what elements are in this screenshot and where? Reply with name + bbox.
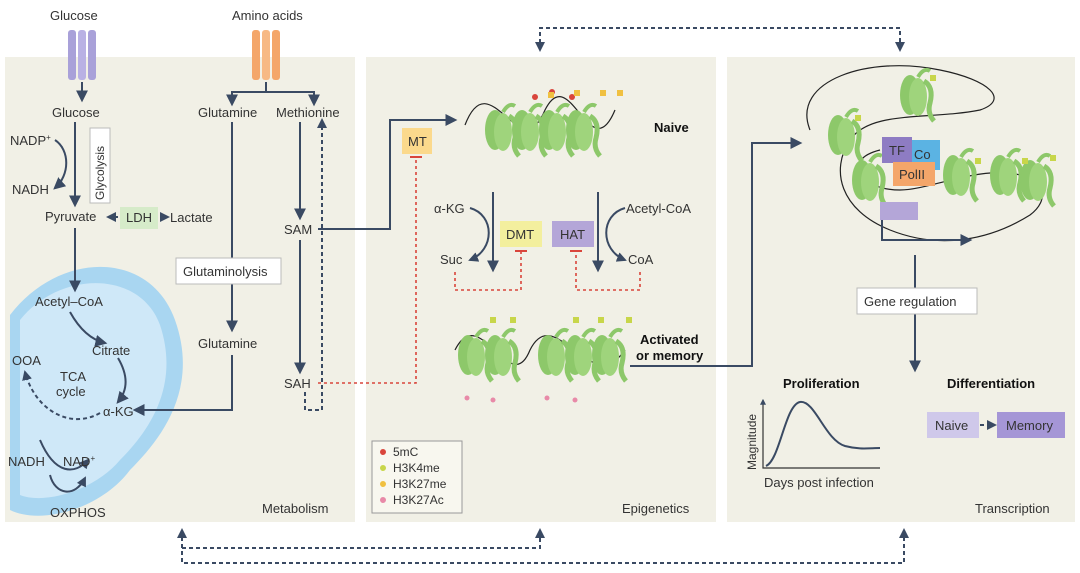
amino-to-glutamine-arrow (226, 82, 267, 107)
proliferation-curve (765, 401, 881, 467)
top-feedback-arrow (535, 27, 905, 52)
acetyl-coa-epi-label: Acetyl-CoA (626, 201, 691, 216)
tf-label: TF (889, 143, 905, 158)
acetylcoa-to-citrate-arrow (69, 311, 108, 347)
methionine-label: Methionine (276, 105, 340, 120)
mitochondrion (10, 266, 183, 516)
nadp-label: NADP+ (10, 133, 51, 148)
amino-acid-transporter-icon (252, 30, 280, 80)
glucose-label: Glucose (52, 105, 100, 120)
oxphos-label: OXPHOS (50, 505, 106, 520)
mt-label: MT (408, 134, 427, 149)
activated-label-line2: or memory (636, 348, 704, 363)
transcription-panel-label: Transcription (975, 501, 1050, 516)
nadh-nad-curve (39, 439, 90, 471)
nad-label: NAD+ (63, 454, 95, 469)
differentiation-label: Differentiation (947, 376, 1035, 391)
naive-chromatin-label: Naive (654, 120, 689, 135)
cycle-label: cycle (56, 384, 86, 399)
magnitude-axis-label: Magnitude (745, 414, 759, 470)
gene-regulation-label: Gene regulation (864, 294, 957, 309)
oxphos-curve (49, 474, 86, 493)
legend-swatch-h3k27ac (380, 497, 386, 503)
nadh-top-label: NADH (12, 182, 49, 197)
hat-box (552, 221, 594, 247)
legend-label-5mC: 5mC (393, 445, 419, 459)
nadp-nadh-curve (53, 139, 68, 190)
amino-acids-label: Amino acids (232, 8, 303, 23)
bottom-feedback-arrow-mid (182, 528, 545, 549)
legend-label-h3k27me: H3K27me (393, 477, 447, 491)
mt-box (402, 128, 432, 154)
epigenetic-marks-legend: 5mC H3K4me H3K27me H3K27Ac (371, 440, 463, 514)
ldh-label: LDH (126, 210, 152, 225)
pyruvate-label: Pyruvate (45, 209, 96, 224)
akg-to-ooa-arrow (22, 370, 101, 421)
activated-label-line1: Activated (640, 332, 699, 347)
nadh-bottom-label: NADH (8, 454, 45, 469)
legend-swatch-h3k27me (380, 481, 386, 487)
legend-label-h3k4me: H3K4me (393, 461, 440, 475)
sah-inhibits-mt (318, 158, 417, 384)
glucose-transporter-icon (68, 30, 96, 80)
activated-to-transcription-arrow (630, 137, 803, 367)
akg-to-suc-curve (468, 207, 490, 262)
sam-label: SAM (284, 222, 312, 237)
transcription-to-regulation-arrow (881, 220, 973, 246)
acetylcoa-to-coa-curve (605, 207, 627, 262)
citrate-to-akg-arrow (116, 357, 129, 404)
glutamine-bottom-label: Glutamine (198, 336, 257, 351)
sam-to-mt-arrow (318, 114, 458, 230)
citrate-label: Citrate (92, 343, 130, 358)
acetyl-coa-mito-label: Acetyl–CoA (35, 294, 103, 309)
naive-cell-label: Naive (935, 418, 968, 433)
legend-swatch-5mC (380, 449, 386, 455)
bottom-feedback-arrow (177, 528, 909, 564)
proliferation-curve-plot (760, 398, 881, 469)
proliferation-label: Proliferation (783, 376, 860, 391)
glutamine-top-label: Glutamine (198, 105, 257, 120)
co-label: Co (914, 147, 931, 162)
hat-label: HAT (560, 227, 585, 242)
ldh-box (120, 207, 158, 229)
ooa-label: OOA (12, 353, 41, 368)
tf-box (882, 137, 912, 163)
transcription-chromatin-icon (806, 65, 1056, 242)
polii-label: PolII (899, 167, 925, 182)
dmt-label: DMT (506, 227, 534, 242)
akg-mito-label: α-KG (103, 404, 134, 419)
dmt-box (500, 221, 542, 247)
tca-label: TCA (60, 369, 86, 384)
dmt-inhibit-line (454, 252, 522, 291)
metabolism-panel-label: Metabolism (262, 501, 328, 516)
glucose-input-label: Glucose (50, 8, 98, 23)
glutaminolysis-label: Glutaminolysis (183, 264, 268, 279)
polii-box (893, 162, 935, 186)
sah-recycle-arrow (304, 118, 327, 411)
hat-inhibit-line (575, 252, 641, 291)
activated-chromatin-icon (454, 317, 632, 403)
suc-label: Suc (440, 252, 463, 267)
sah-label: SAH (284, 376, 311, 391)
epigenetics-panel-label: Epigenetics (622, 501, 690, 516)
naive-chromatin-icon (464, 89, 623, 156)
memory-cell-label: Memory (1006, 418, 1053, 433)
legend-swatch-h3k4me (380, 465, 386, 471)
glutamine-to-akg-arrow (132, 355, 233, 416)
lactate-label: Lactate (170, 210, 213, 225)
naive-cell-box (927, 412, 979, 438)
legend-label-h3k27ac: H3K27Ac (393, 493, 444, 507)
coa-label: CoA (628, 252, 654, 267)
glycolysis-label: Glycolysis (93, 146, 107, 200)
days-post-infection-label: Days post infection (764, 475, 874, 490)
amino-to-methionine-arrow (266, 91, 320, 107)
memory-cell-box (997, 412, 1065, 438)
akg-epi-label: α-KG (434, 201, 465, 216)
